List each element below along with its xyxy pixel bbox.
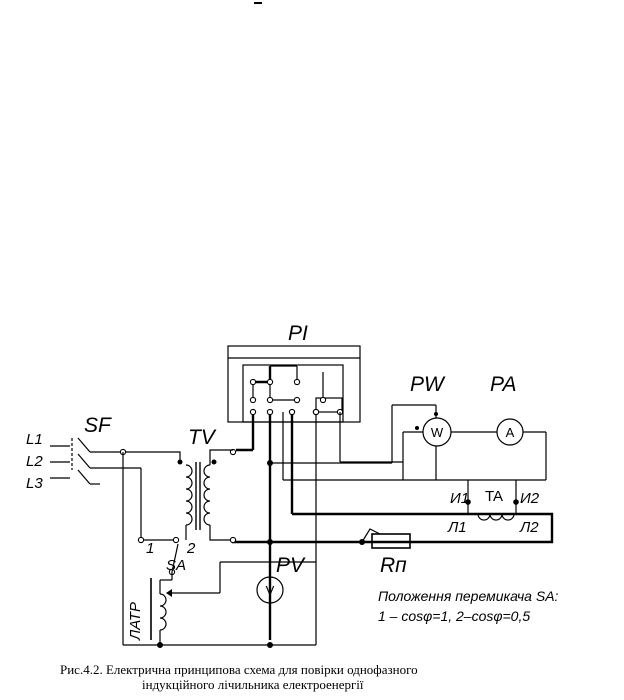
ct-l1-label: Л1 — [447, 519, 467, 536]
rheostat-rp — [359, 528, 411, 549]
meter-terminals — [249, 365, 344, 416]
switch-pos-2-label: 2 — [186, 540, 196, 557]
wattmeter-pw: W — [422, 417, 452, 447]
ammeter-symbol: A — [506, 425, 515, 440]
switch-sa-label: SA — [166, 557, 186, 574]
voltmeter-pv: V — [256, 576, 284, 604]
line-l3-label: L3 — [26, 475, 43, 492]
page-top-mark — [254, 2, 262, 4]
switch-note-line2: 1 – cosφ=1, 2–cosφ=0,5 — [378, 608, 530, 624]
rheostat-rp-label: Rп — [380, 554, 407, 577]
autotransformer-label: ЛАТР — [127, 602, 144, 641]
ct-ta-label: TA — [485, 488, 503, 505]
ct-l2-label: Л2 — [519, 519, 539, 536]
current-transformer-ta — [465, 480, 519, 521]
figure-caption: Рис.4.2. Електрична принципова схема для… — [60, 662, 620, 692]
caption-line1: Рис.4.2. Електрична принципова схема для… — [60, 662, 418, 677]
circuit-diagram: PI W PW — [26, 322, 559, 648]
ammeter-pa: A — [496, 418, 524, 446]
voltmeter-pv-label: PV — [276, 554, 306, 577]
voltmeter-symbol: V — [266, 583, 275, 598]
wattmeter-symbol: W — [431, 425, 444, 440]
line-l1-label: L1 — [26, 431, 43, 448]
wattmeter-pw-label: PW — [410, 373, 446, 396]
breaker-sf-label: SF — [84, 414, 112, 437]
caption-line2: індукційного лічильника електроенергії — [142, 677, 364, 692]
ct-i2-label: И2 — [520, 490, 540, 507]
ammeter-pa-label: PA — [490, 373, 516, 396]
transformer-tv-label: TV — [188, 426, 217, 449]
meter-pi-label: PI — [288, 322, 308, 345]
switch-sa — [137, 536, 180, 580]
line-l2-label: L2 — [26, 453, 43, 470]
circuit-breaker-sf — [50, 437, 141, 485]
autotransformer-latr — [150, 561, 316, 645]
voltage-transformer-tv — [177, 449, 233, 541]
ct-i1-label: И1 — [450, 490, 469, 507]
switch-pos-1-label: 1 — [146, 540, 154, 557]
switch-note-line1: Положення перемикача SA: — [378, 588, 559, 604]
